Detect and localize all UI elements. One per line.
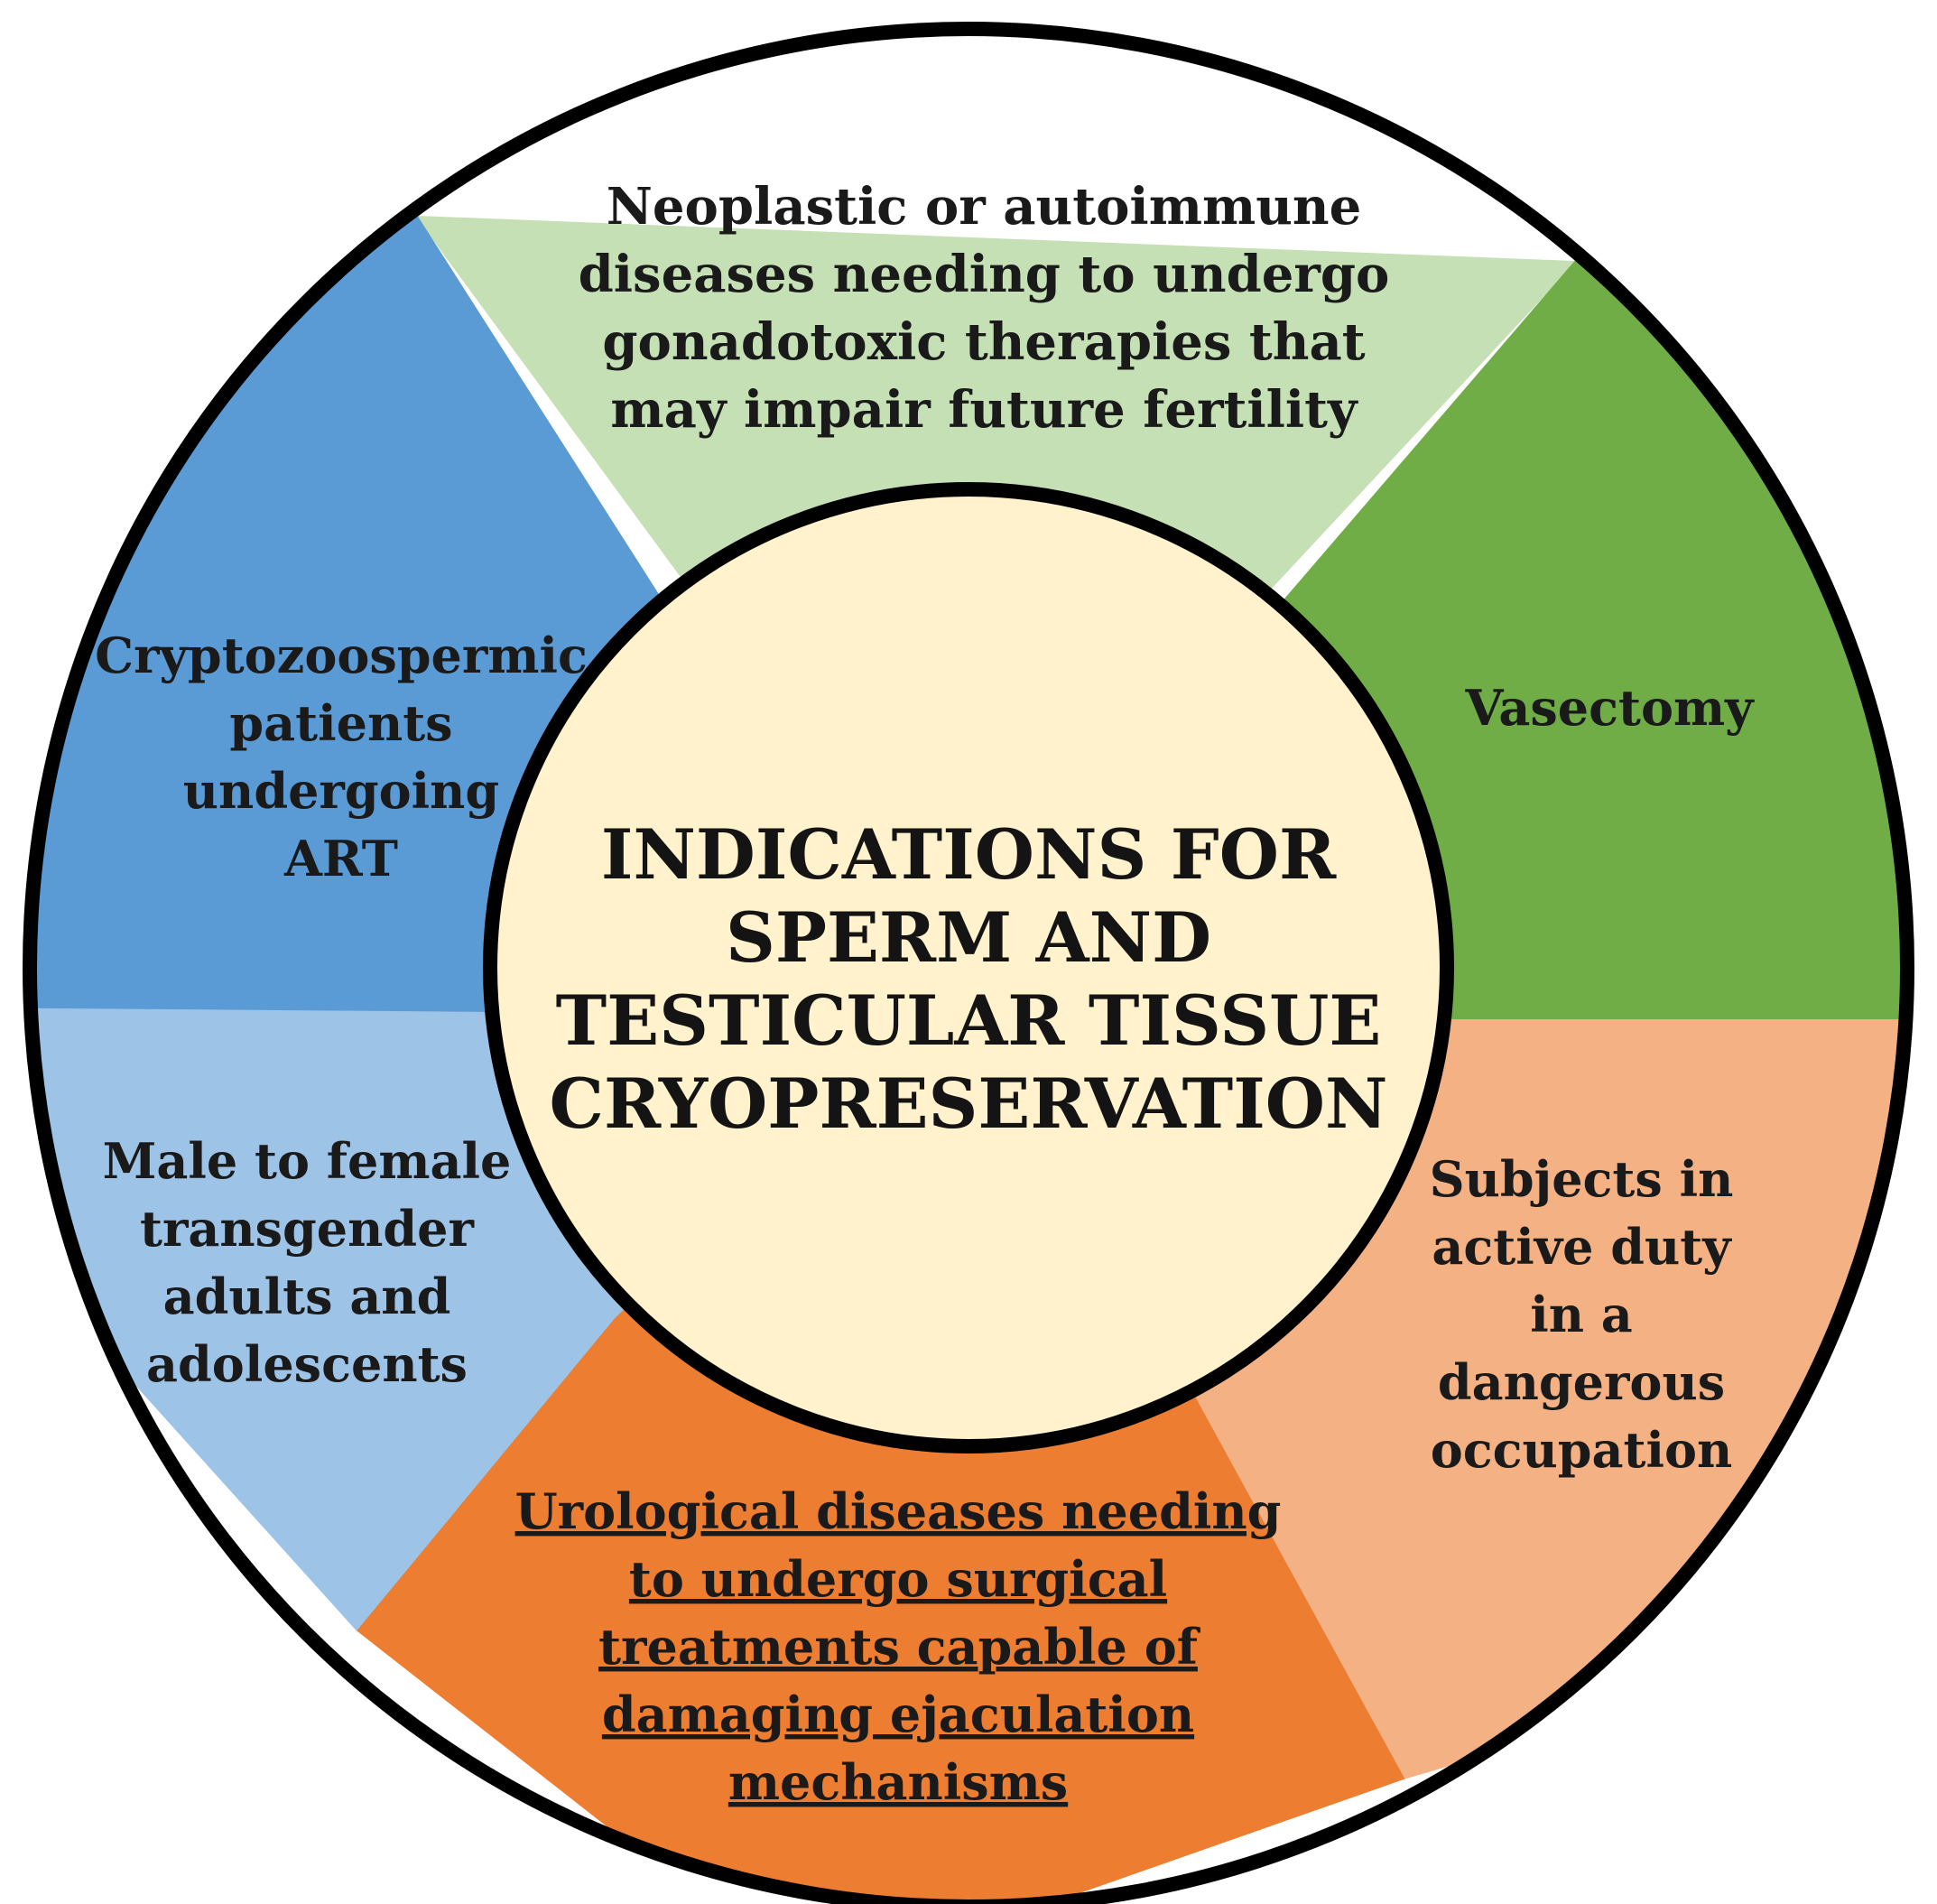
segment-label-line: diseases needing to undergo (579, 245, 1390, 304)
segment-label-neoplastic: Neoplastic or autoimmune diseases needing… (579, 177, 1390, 440)
segment-label-line: gonadotoxic therapies that (602, 312, 1365, 372)
segment-label-line: Urological diseases needing (515, 1482, 1282, 1540)
segment-label-line: Subjects in (1430, 1150, 1734, 1208)
outer-ring (23, 22, 1914, 1904)
segment-label-transgender: Male to female transgender adults and adole… (103, 1132, 512, 1393)
segment-labels: Neoplastic or autoimmune diseases needing… (95, 177, 1755, 1811)
segment-label-line: to undergo surgical (629, 1550, 1167, 1608)
segment-label-dangerous-occupation: Subjects in active duty in a dangerous occup… (1430, 1150, 1734, 1479)
segment-label-line: ART (283, 830, 398, 887)
segment-label-line: active duty (1432, 1218, 1732, 1276)
segment-label-line: patients (229, 694, 452, 752)
segment-label-line: undergoing (183, 762, 499, 820)
segment-label-line: damaging ejaculation (602, 1686, 1194, 1743)
center-title-line: SPERM AND (726, 897, 1211, 978)
segment-label-line: Male to female (103, 1132, 512, 1190)
segment-label-urological: Urological diseases needing to undergo su… (515, 1482, 1282, 1811)
segment-label-line: adolescents (146, 1335, 468, 1393)
segment-label-line: dangerous (1438, 1353, 1725, 1411)
segment-label-line: treatments capable of (598, 1618, 1201, 1676)
segment-label-line: Vasectomy (1464, 679, 1755, 737)
center-title-line: TESTICULAR TISSUE (556, 980, 1382, 1061)
segment-label-line: occupation (1431, 1421, 1733, 1479)
segment-label-line: in a (1530, 1286, 1633, 1343)
segment-label-line: Cryptozoospermic (95, 627, 588, 684)
center-title-line: INDICATIONS FOR (601, 814, 1337, 895)
segment-label-line: transgender (140, 1200, 475, 1258)
segment-label-line: adults and (163, 1268, 451, 1325)
center-circle (483, 482, 1454, 1454)
segment-label-vasectomy: Vasectomy (1464, 679, 1755, 737)
segment-label-line: mechanisms (728, 1753, 1068, 1811)
center-title-line: CRYOPRESERVATION (550, 1063, 1388, 1144)
segment-label-line: Neoplastic or autoimmune (607, 177, 1362, 237)
segment-label-line: may impair future fertility (610, 380, 1358, 440)
